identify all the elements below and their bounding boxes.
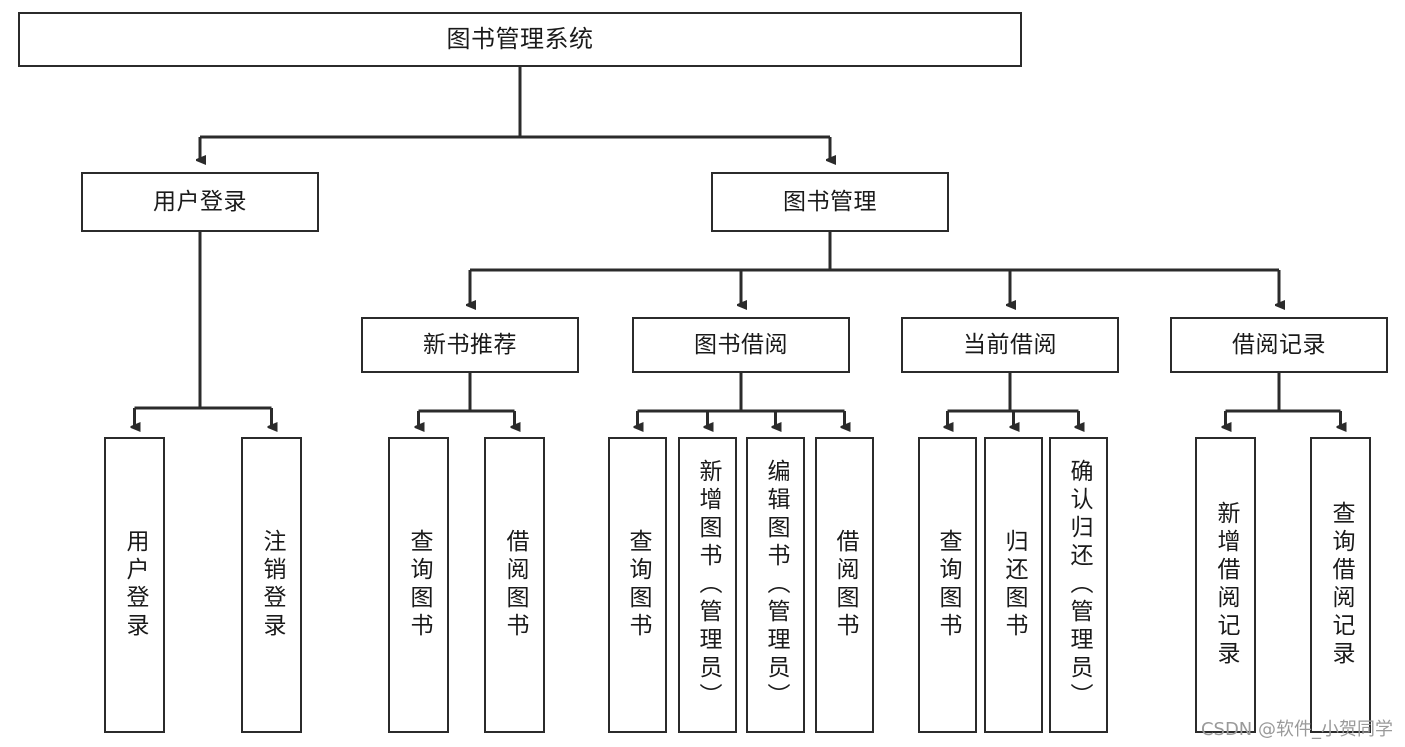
node-current-borrow-label: 当前借阅 bbox=[963, 331, 1057, 358]
leaf-user-login[interactable]: 用户登录 bbox=[104, 437, 165, 733]
leaf-add-book-label: 新增图书（管理员） bbox=[695, 459, 721, 711]
leaf-edit-book[interactable]: 编辑图书（管理员） bbox=[746, 437, 805, 733]
node-current-borrow[interactable]: 当前借阅 bbox=[901, 317, 1119, 373]
leaf-logout-label: 注销登录 bbox=[259, 529, 285, 641]
leaf-logout[interactable]: 注销登录 bbox=[241, 437, 302, 733]
leaf-add-book[interactable]: 新增图书（管理员） bbox=[678, 437, 737, 733]
node-root[interactable]: 图书管理系统 bbox=[18, 12, 1022, 67]
node-book-manage-label: 图书管理 bbox=[783, 188, 877, 215]
leaf-query-book-2[interactable]: 查询图书 bbox=[608, 437, 667, 733]
leaf-borrow-book-1-label: 借阅图书 bbox=[502, 529, 528, 641]
node-book-borrow-label: 图书借阅 bbox=[694, 331, 788, 358]
node-borrow-record[interactable]: 借阅记录 bbox=[1170, 317, 1388, 373]
leaf-confirm-return-label: 确认归还（管理员） bbox=[1066, 459, 1092, 711]
leaf-query-book-3[interactable]: 查询图书 bbox=[918, 437, 977, 733]
leaf-user-login-label: 用户登录 bbox=[122, 529, 148, 641]
leaf-add-record-label: 新增借阅记录 bbox=[1213, 501, 1239, 669]
leaf-query-book-1-label: 查询图书 bbox=[406, 529, 432, 641]
leaf-add-record[interactable]: 新增借阅记录 bbox=[1195, 437, 1256, 733]
leaf-borrow-book-1[interactable]: 借阅图书 bbox=[484, 437, 545, 733]
node-user-login-label: 用户登录 bbox=[153, 188, 247, 215]
node-book-manage[interactable]: 图书管理 bbox=[711, 172, 949, 232]
leaf-query-book-1[interactable]: 查询图书 bbox=[388, 437, 449, 733]
node-borrow-record-label: 借阅记录 bbox=[1232, 331, 1326, 358]
leaf-query-record-label: 查询借阅记录 bbox=[1328, 501, 1354, 669]
leaf-borrow-book-2-label: 借阅图书 bbox=[832, 529, 858, 641]
leaf-edit-book-label: 编辑图书（管理员） bbox=[763, 459, 789, 711]
leaf-query-record[interactable]: 查询借阅记录 bbox=[1310, 437, 1371, 733]
node-root-label: 图书管理系统 bbox=[446, 24, 594, 53]
node-user-login[interactable]: 用户登录 bbox=[81, 172, 319, 232]
leaf-borrow-book-2[interactable]: 借阅图书 bbox=[815, 437, 874, 733]
leaf-confirm-return[interactable]: 确认归还（管理员） bbox=[1049, 437, 1108, 733]
leaf-query-book-2-label: 查询图书 bbox=[625, 529, 651, 641]
leaf-return-book[interactable]: 归还图书 bbox=[984, 437, 1043, 733]
node-new-book-rec[interactable]: 新书推荐 bbox=[361, 317, 579, 373]
node-new-book-rec-label: 新书推荐 bbox=[423, 331, 517, 358]
leaf-query-book-3-label: 查询图书 bbox=[935, 529, 961, 641]
node-book-borrow[interactable]: 图书借阅 bbox=[632, 317, 850, 373]
leaf-return-book-label: 归还图书 bbox=[1001, 529, 1027, 641]
